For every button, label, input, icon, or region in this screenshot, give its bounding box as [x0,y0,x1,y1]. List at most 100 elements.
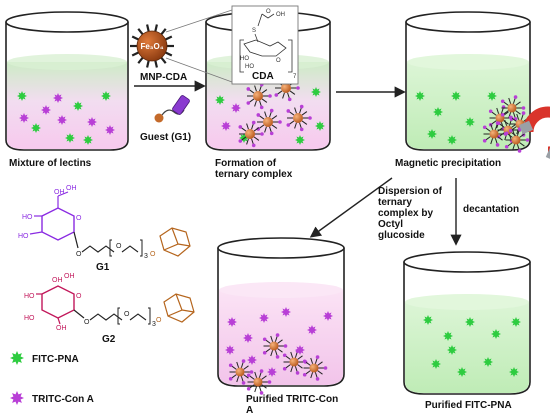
svg-text:HO: HO [22,214,33,221]
fitc-star-icon [65,133,75,143]
tritc-star-icon [41,105,51,115]
svg-text:OH: OH [52,277,63,284]
tritc-star-icon [10,391,24,405]
cda-zoom-box: OH O S HO O HO 7 CDA [165,5,299,85]
fitc-star-icon [491,329,501,339]
fitc-star-icon [433,107,443,117]
svg-text:S: S [252,28,256,34]
mnp-complex [256,108,282,136]
cda-index-label: 7 [293,74,297,80]
label-mnp-cda: MNP-CDA [140,72,188,83]
beaker-purified-fitc [403,251,531,395]
fitc-star-icon [83,135,93,145]
beaker-purified-tritc [217,237,345,395]
g2-repeat-index: 3 [152,321,156,328]
mnp-cda-bead: Fe₃O₄ [130,24,174,68]
fitc-star-icon [10,351,24,365]
fitc-star-icon [447,345,457,355]
fe3o4-label: Fe₃O₄ [140,42,163,51]
svg-text:OH: OH [66,185,77,192]
svg-text:O: O [76,251,82,258]
legend-tritc-star-icon [10,391,24,405]
tritc-star-icon [231,103,241,113]
mnp-complex [246,82,272,110]
fitc-star-icon [457,367,467,377]
tritc-star-icon [247,355,257,365]
fitc-star-icon [465,117,475,127]
label-dispersion: Dispersion of ternary complex by Octyl g… [378,186,442,241]
tritc-star-icon [221,121,231,131]
legend-tritc-label: TRITC-Con A [32,394,94,405]
tritc-star-icon [53,93,63,103]
svg-text:O: O [150,251,156,258]
mnp-complex [286,104,312,132]
structure-g2: OH OH HO HO OH O O O 3 O G2 [24,273,195,345]
fitc-star-icon [101,91,111,101]
legend-fitc-star-icon [10,351,24,365]
stars-purified-fitc [423,315,521,377]
g1-label: G1 [96,262,110,273]
mnp-complex [282,349,308,375]
svg-text:HO: HO [24,293,35,300]
fitc-star-icon [511,317,521,327]
g1-repeat-index: 3 [144,253,148,260]
g2-label: G2 [102,334,116,345]
tritc-star-icon [225,345,235,355]
mnp-complex [500,95,526,121]
fitc-star-icon [295,135,305,145]
svg-text:O: O [84,319,90,326]
legend-fitc-label: FITC-PNA [32,354,79,365]
mnp-complex [262,333,288,359]
fitc-star-icon [311,87,321,97]
legend: FITC-PNA TRITC-Con A [10,351,94,405]
label-mixture: Mixture of lectins [9,158,92,169]
fitc-star-icon [451,91,461,101]
fitc-star-icon [443,331,453,341]
svg-text:O: O [76,215,82,222]
svg-text:O: O [266,9,271,15]
fitc-star-icon [509,367,519,377]
beads-formation [238,74,312,148]
svg-text:O: O [276,58,281,64]
stars-magnetic [415,91,497,145]
svg-text:OH: OH [276,12,285,18]
label-formation: Formation of ternary complex [215,158,293,180]
svg-text:HO: HO [240,56,249,62]
svg-text:O: O [156,317,162,324]
structure-g1: OH OH HO HO O O O 3 O G1 [18,185,191,273]
tritc-star-icon [227,317,237,327]
tritc-star-icon [57,115,67,125]
mnp-complex [246,369,272,395]
fitc-star-icon [315,121,325,131]
fitc-star-icon [447,135,457,145]
fitc-star-icon [487,91,497,101]
tritc-star-icon [19,113,29,123]
mnp-complex [238,120,264,148]
svg-text:HO: HO [18,233,29,240]
beads-purified-tritc [228,333,328,395]
fitc-star-icon [31,123,41,133]
tritc-star-icon [243,333,253,343]
fitc-star-icon [415,91,425,101]
fitc-star-icon [427,129,437,139]
tritc-star-icon [105,125,115,135]
stars-purified-tritc [225,307,333,377]
tritc-star-icon [307,325,317,335]
svg-text:O: O [76,293,82,300]
fitc-star-icon [423,315,433,325]
label-purified-tritc: Purified TRITC-Con A [246,394,339,416]
svg-text:OH: OH [64,273,75,280]
svg-text:OH: OH [56,325,67,332]
fitc-star-icon [17,91,27,101]
svg-text:HO: HO [245,64,254,70]
label-decantation: decantation [463,204,520,215]
fitc-star-icon [73,101,83,111]
svg-text:O: O [124,311,130,318]
arrow-magnetic-to-tritc [309,177,393,238]
fitc-star-icon [215,95,225,105]
tritc-star-icon [259,313,269,323]
label-purified-fitc: Purified FITC-PNA [425,400,512,411]
svg-text:O: O [116,243,122,250]
tritc-star-icon [281,307,291,317]
